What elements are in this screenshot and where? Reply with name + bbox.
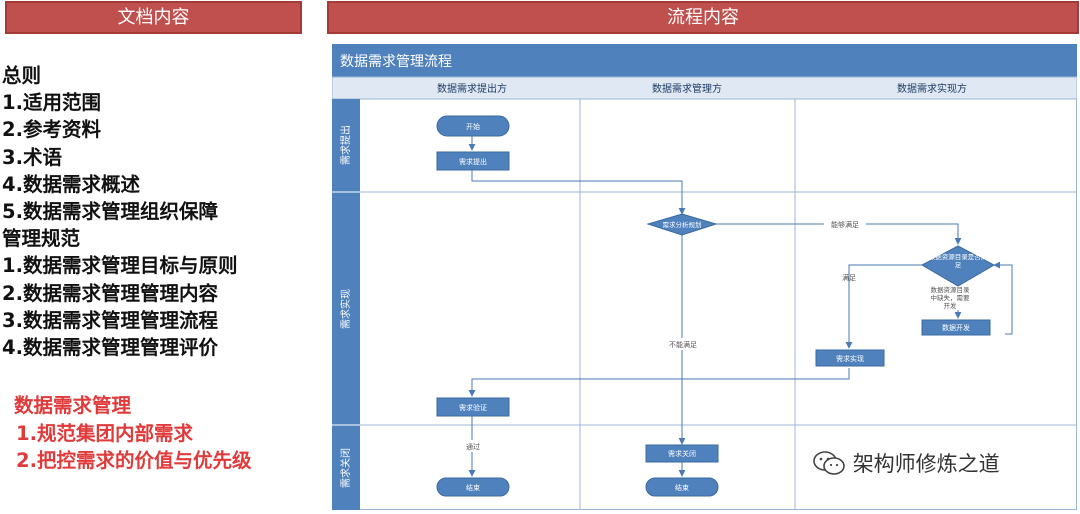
outline-item: 总则 xyxy=(2,64,42,87)
edge-label: 不能满足 xyxy=(669,340,697,349)
document-outline: 总则 1.适用范围 2.参考资料 3.术语 4.数据需求概述 5.数据需求管理组… xyxy=(2,62,302,361)
end-node xyxy=(436,477,510,497)
row-label: 需求实现 xyxy=(339,289,352,329)
outline-item: 1.适用范围 xyxy=(2,91,101,115)
outline-item: 4.数据需求管理管理评价 xyxy=(2,335,218,359)
catalog-decision-node xyxy=(920,245,996,287)
outline-item: 1.数据需求管理目标与原则 xyxy=(2,254,238,278)
start-node xyxy=(436,115,510,137)
connector xyxy=(471,170,686,215)
implement-node xyxy=(815,349,885,367)
column-header: 数据需求提出方 xyxy=(437,82,507,95)
highlight-item: 1.规范集团内部需求 xyxy=(16,421,193,445)
highlight-item: 2.把控需求的价值与优先级 xyxy=(16,449,252,472)
process-content-header: 流程内容 xyxy=(327,1,1079,34)
flowchart-title: 数据需求管理流程 xyxy=(340,54,452,70)
node-label: 需求分析规划 xyxy=(663,220,702,229)
node-label: 数据资源目录是否满足 xyxy=(928,253,988,269)
outline-item: 3.数据需求管理管理流程 xyxy=(2,308,218,332)
row-label: 需求提出 xyxy=(339,125,352,165)
edge-label: 满足 xyxy=(842,273,856,282)
analyze-decision-node xyxy=(646,213,718,236)
column-header: 数据需求实现方 xyxy=(897,82,967,95)
row-label-band xyxy=(332,99,360,510)
connector xyxy=(468,368,850,397)
node-label: 需求验证 xyxy=(459,403,487,412)
edge-label-box: 数据资源目录中缺失，需要开发 xyxy=(928,286,972,310)
outline-item: 5.数据需求管理组织保障 xyxy=(2,199,218,223)
verify-node xyxy=(436,397,510,417)
highlight-title: 数据需求管理 xyxy=(14,394,132,417)
node-label: 需求关闭 xyxy=(668,449,696,458)
submit-node xyxy=(436,151,510,171)
node-label: 结束 xyxy=(466,483,480,492)
column-header: 数据需求管理方 xyxy=(652,82,722,95)
node-label: 需求实现 xyxy=(836,354,864,363)
document-content-header: 文档内容 xyxy=(5,1,302,34)
watermark: 架构师修炼之道 xyxy=(812,448,1000,478)
node-label-box: 数据资源目录是否满足 xyxy=(928,253,988,269)
node-label: 开始 xyxy=(466,122,480,131)
outline-item: 2.参考资料 xyxy=(2,118,101,142)
node-label: 数据开发 xyxy=(942,323,970,332)
edge-label: 数据资源目录中缺失，需要开发 xyxy=(928,286,972,310)
close-node xyxy=(645,444,719,463)
edge-label: 能够满足 xyxy=(831,220,859,229)
watermark-text: 架构师修炼之道 xyxy=(852,452,1000,476)
node-label: 需求提出 xyxy=(459,157,487,166)
edge-label: 通过 xyxy=(466,442,480,451)
connector xyxy=(716,223,962,245)
wechat-icon xyxy=(813,451,845,475)
outline-item: 3.术语 xyxy=(2,145,62,169)
highlight-section: 数据需求管理 1.规范集团内部需求 2.把控需求的价值与优先级 xyxy=(14,392,304,475)
connector xyxy=(845,264,924,349)
node-label: 结束 xyxy=(675,483,689,492)
end-node xyxy=(645,477,719,497)
flowchart-title-bar xyxy=(332,44,1077,77)
outline-item: 2.数据需求管理管理内容 xyxy=(2,281,218,305)
develop-node xyxy=(921,319,991,336)
row-label: 需求关闭 xyxy=(339,448,352,488)
connector xyxy=(993,261,1013,335)
column-header-band xyxy=(332,76,1077,100)
outline-item: 管理规范 xyxy=(2,227,81,251)
outline-item: 4.数据需求概述 xyxy=(2,172,140,196)
swimlane-flowchart: 数据需求管理流程 数据需求提出方 数据需求管理方 数据需求实现方 需求提出 需求… xyxy=(332,44,1077,510)
